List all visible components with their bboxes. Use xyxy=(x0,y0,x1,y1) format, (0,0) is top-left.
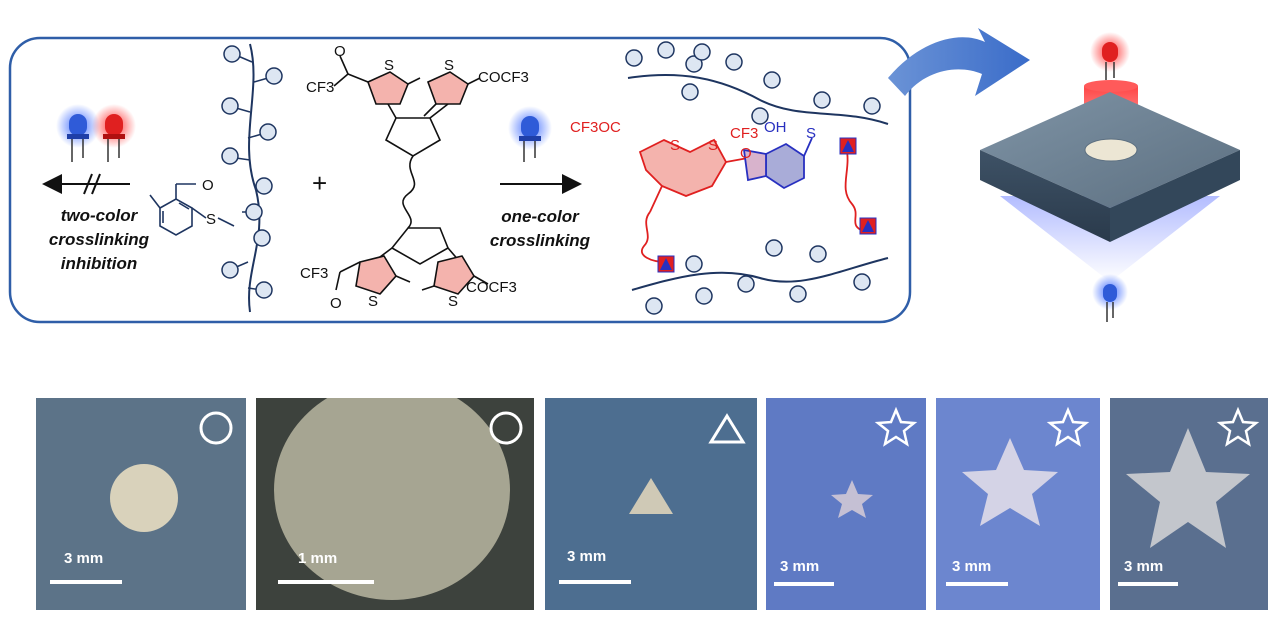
product-cf3oc: CF3OC xyxy=(570,119,621,136)
polymer-chain-bottom xyxy=(631,239,889,315)
scale-bar xyxy=(278,580,374,584)
red-led-top-icon xyxy=(1090,32,1130,80)
polymer-chain-left xyxy=(221,43,283,313)
micrograph-panel-2: 1 mm xyxy=(256,398,534,610)
scale-bar xyxy=(559,580,631,584)
aldehyde-reagent xyxy=(149,183,235,236)
micrograph-panel-1: 3 mm xyxy=(36,398,246,610)
curved-arrow-icon xyxy=(888,28,1030,96)
plus-sign: + xyxy=(312,168,327,198)
blocked-slash-icon xyxy=(83,173,101,195)
scale-bar-label: 3 mm xyxy=(780,558,820,575)
left-label-line3: inhibition xyxy=(61,254,137,273)
micrograph-image xyxy=(766,398,926,610)
monomer-tl-cf3: CF3 xyxy=(306,79,334,96)
right-label-line1: one-color xyxy=(501,207,580,226)
left-label-line2: crosslinking xyxy=(49,230,150,249)
right-label-line2: crosslinking xyxy=(490,231,591,250)
monomer-tr-s: S xyxy=(444,57,454,74)
scale-bar-label: 3 mm xyxy=(567,548,607,565)
red-led-icon xyxy=(92,104,136,162)
micrograph-image xyxy=(545,398,757,610)
scale-bar-label: 3 mm xyxy=(64,550,104,567)
scheme-box xyxy=(8,36,912,324)
product-s1: S xyxy=(670,137,680,154)
scale-bar-label: 3 mm xyxy=(952,558,992,575)
aldehyde-oxygen: O xyxy=(202,177,214,194)
circle-shape-icon xyxy=(489,411,523,445)
red-beam-top xyxy=(1084,80,1138,92)
monomer-tl-s: S xyxy=(384,57,394,74)
star-shape-icon xyxy=(1216,406,1260,447)
left-label-line1: two-color xyxy=(61,206,139,225)
triangle-shape-icon xyxy=(708,413,746,444)
star-shape-icon xyxy=(874,406,918,447)
product-cf3: CF3 xyxy=(730,125,758,142)
micrograph-panel-3: 3 mm xyxy=(545,398,757,610)
product-s2: S xyxy=(708,137,718,154)
micrograph-image xyxy=(1110,398,1268,610)
blue-led-center-icon xyxy=(508,106,552,162)
photo-enol-adduct xyxy=(742,137,813,190)
closed-diarylethene-product xyxy=(638,138,867,263)
product-s-link: S xyxy=(806,125,816,142)
monomer-br-s: S xyxy=(448,293,458,310)
reaction-scheme: two-color crosslinking inhibition O S + xyxy=(8,28,1240,324)
product-oh: OH xyxy=(764,119,787,136)
product-o: O xyxy=(740,145,752,162)
polymer-chain-top xyxy=(625,41,889,125)
micrograph-image xyxy=(936,398,1100,610)
monomer-tr-cocf3: COCF3 xyxy=(478,69,529,86)
scale-bar xyxy=(774,582,834,586)
scale-bar xyxy=(1118,582,1178,586)
monomer-bl-o: O xyxy=(330,295,342,312)
diarylethene-monomer xyxy=(333,55,489,295)
thioether-sulfur: S xyxy=(206,211,216,228)
micrograph-panel-5: 3 mm xyxy=(936,398,1100,610)
monomer-bl-cf3: CF3 xyxy=(300,265,328,282)
monomer-br-cocf3: COCF3 xyxy=(466,279,517,296)
micrograph-panel-6: 3 mm xyxy=(1110,398,1268,610)
scale-bar-label: 1 mm xyxy=(298,550,338,567)
star-shape-icon xyxy=(1046,406,1090,447)
scale-bar xyxy=(946,582,1008,586)
blue-led-icon xyxy=(56,104,100,162)
micrograph-panel-4: 3 mm xyxy=(766,398,926,610)
circle-shape-icon xyxy=(199,411,233,445)
photoresin-slab xyxy=(980,92,1240,242)
monomer-tl-o: O xyxy=(334,43,346,60)
scale-bar-label: 3 mm xyxy=(1124,558,1164,575)
blue-led-bottom-icon xyxy=(1092,274,1128,322)
scale-bar xyxy=(50,580,122,584)
micrograph-image xyxy=(36,398,246,610)
monomer-bl-s: S xyxy=(368,293,378,310)
crosslink-node-icon xyxy=(657,137,877,273)
micrograph-image xyxy=(256,398,534,610)
